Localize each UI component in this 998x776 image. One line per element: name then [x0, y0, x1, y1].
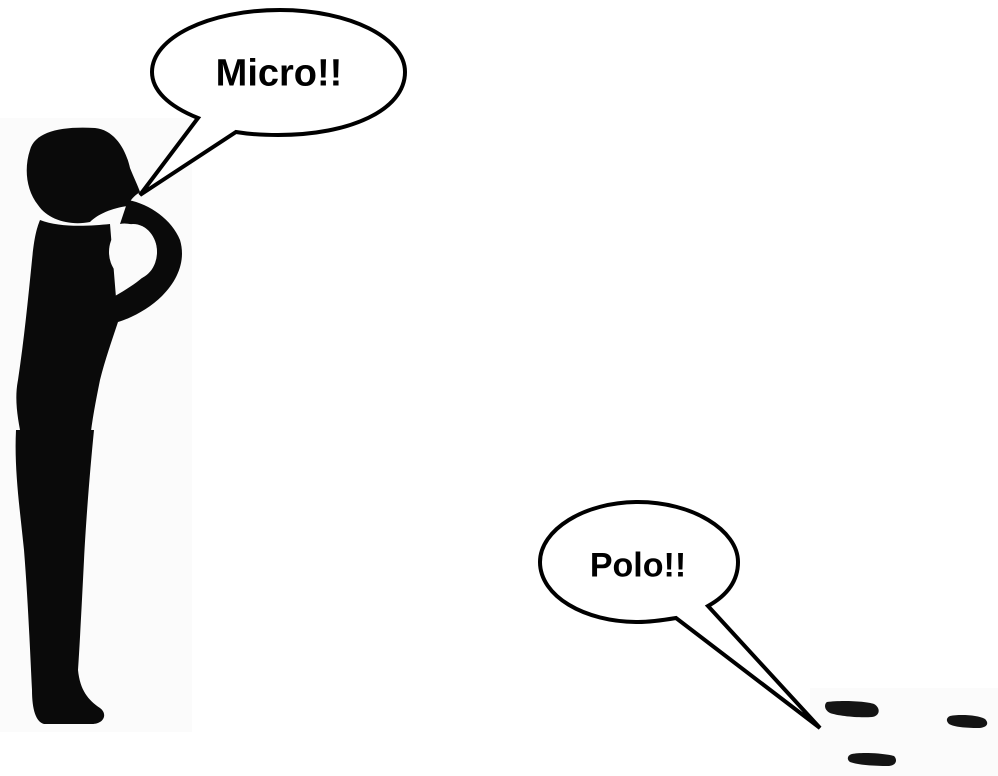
tiny-blobs	[825, 700, 988, 766]
person-silhouette	[15, 127, 182, 724]
speech-bubble-micro	[138, 7, 408, 197]
arm-gap	[109, 224, 157, 280]
bubble-text-micro: Micro!!	[215, 52, 343, 95]
bubble-text-polo: Polo!!	[589, 546, 687, 585]
speech-bubble-polo	[537, 499, 822, 730]
